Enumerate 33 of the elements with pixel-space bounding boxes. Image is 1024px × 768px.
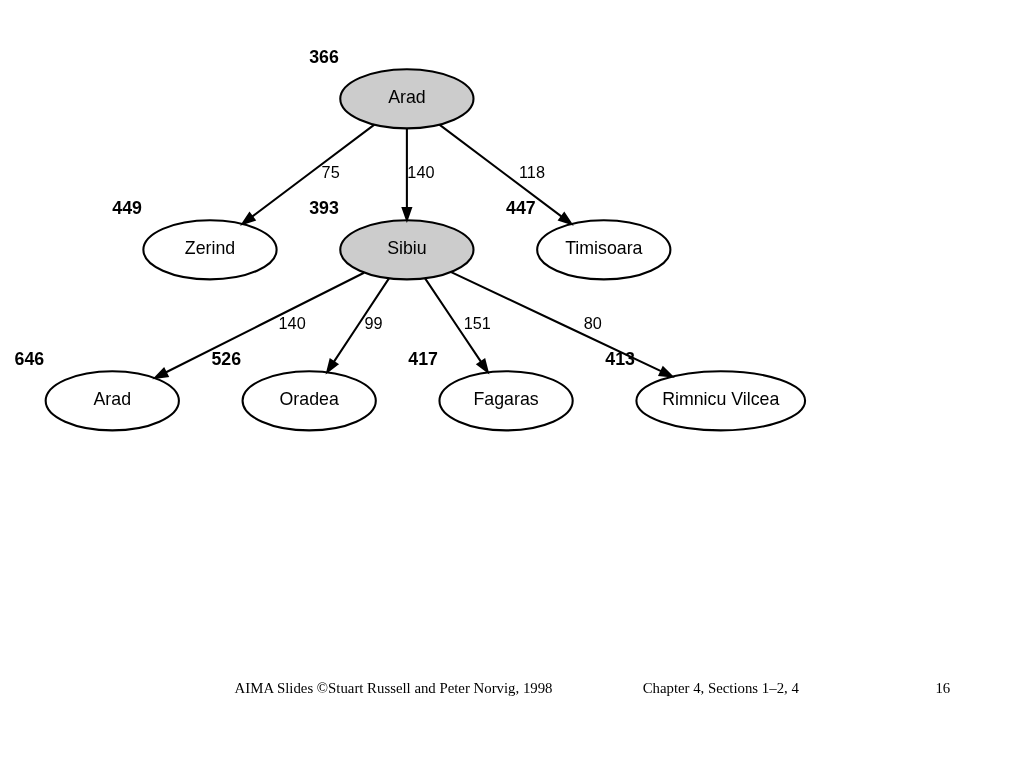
node-ellipse: Timisoara xyxy=(536,218,672,280)
edge-label: 140 xyxy=(278,313,306,332)
edge-label: 140 xyxy=(407,162,435,181)
arrow xyxy=(401,128,413,223)
label: 16 xyxy=(935,679,951,696)
node-label: 413 xyxy=(605,348,635,369)
edge-label: 151 xyxy=(463,313,491,332)
label: AIMA Slides ©Stuart Russell and Peter Norvig, 1998 xyxy=(234,679,553,696)
node-ellipse: Rimnicu Vilcea xyxy=(635,369,807,431)
node-label: 646 xyxy=(14,348,45,369)
edge-label: 99 xyxy=(364,313,383,332)
node-label: 526 xyxy=(211,348,242,369)
node-label: 447 xyxy=(506,197,536,218)
node-ellipse: Fagaras xyxy=(438,369,574,431)
node-ellipse: Zerind xyxy=(142,218,278,280)
arrow xyxy=(438,123,574,226)
edge-label: 80 xyxy=(583,313,602,332)
node-label: 449 xyxy=(112,197,142,218)
node-ellipse: Sibiu xyxy=(339,218,475,280)
arrow xyxy=(152,271,365,379)
arrow xyxy=(424,277,490,374)
label: Chapter 4, Sections 1–2, 4 xyxy=(642,679,799,696)
node-label: 366 xyxy=(309,46,339,67)
node-label: 393 xyxy=(309,197,339,218)
node-ellipse: Oradea xyxy=(241,369,377,431)
node-ellipse: Arad xyxy=(44,369,180,431)
node-label: 417 xyxy=(408,348,438,369)
edge-label: 118 xyxy=(519,162,545,181)
node-ellipse: Arad xyxy=(339,67,475,129)
arrow xyxy=(240,123,375,226)
arrow xyxy=(325,277,390,374)
arrow xyxy=(450,270,675,378)
edge-label: 75 xyxy=(321,162,340,181)
